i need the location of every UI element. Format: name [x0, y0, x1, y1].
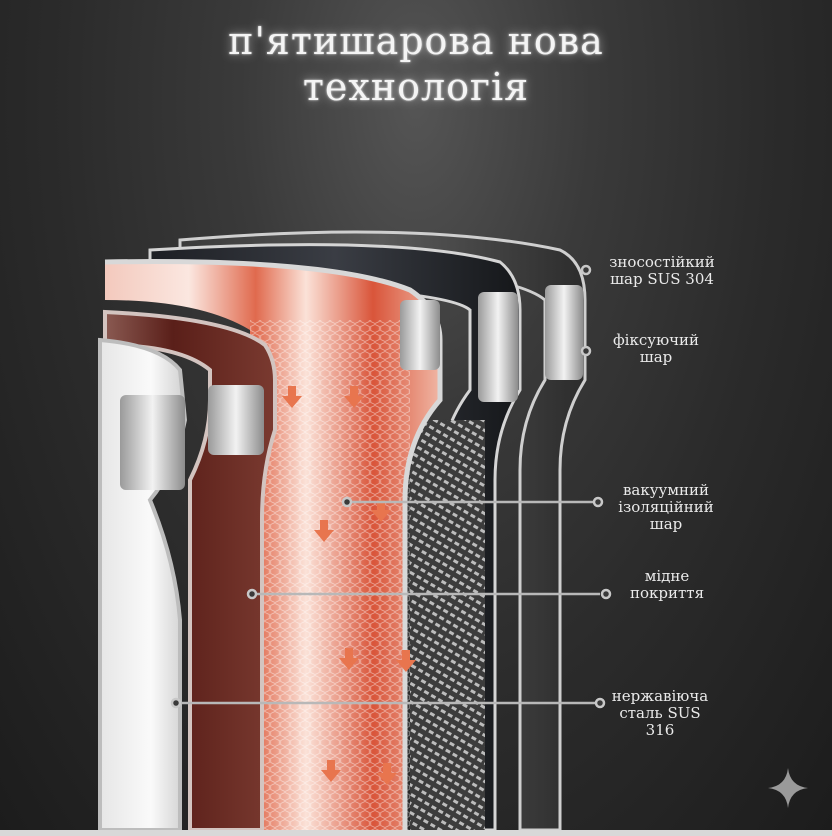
label-vacuum-insulation-layer: вакуумний ізоляційний шар: [618, 481, 714, 533]
label-stainless-steel: нержавіюча сталь SUS 316: [611, 687, 709, 739]
page-title: п'ятишарова нова технологія: [0, 18, 832, 110]
leader-lines: [176, 500, 600, 705]
title-line-1: п'ятишарова нова: [228, 19, 604, 63]
sparkle-icon: [768, 768, 808, 808]
leader-dots: [170, 264, 612, 709]
label-wear-resistant-layer: зносостійкий шар SUS 304: [609, 253, 715, 288]
heat-arrows: [282, 386, 416, 785]
label-fixing-layer: фіксуючий шар: [612, 331, 700, 366]
label-copper-coating: мідне покриття: [629, 567, 705, 602]
title-line-2: технологія: [302, 65, 530, 109]
bottom-border: [0, 830, 832, 836]
